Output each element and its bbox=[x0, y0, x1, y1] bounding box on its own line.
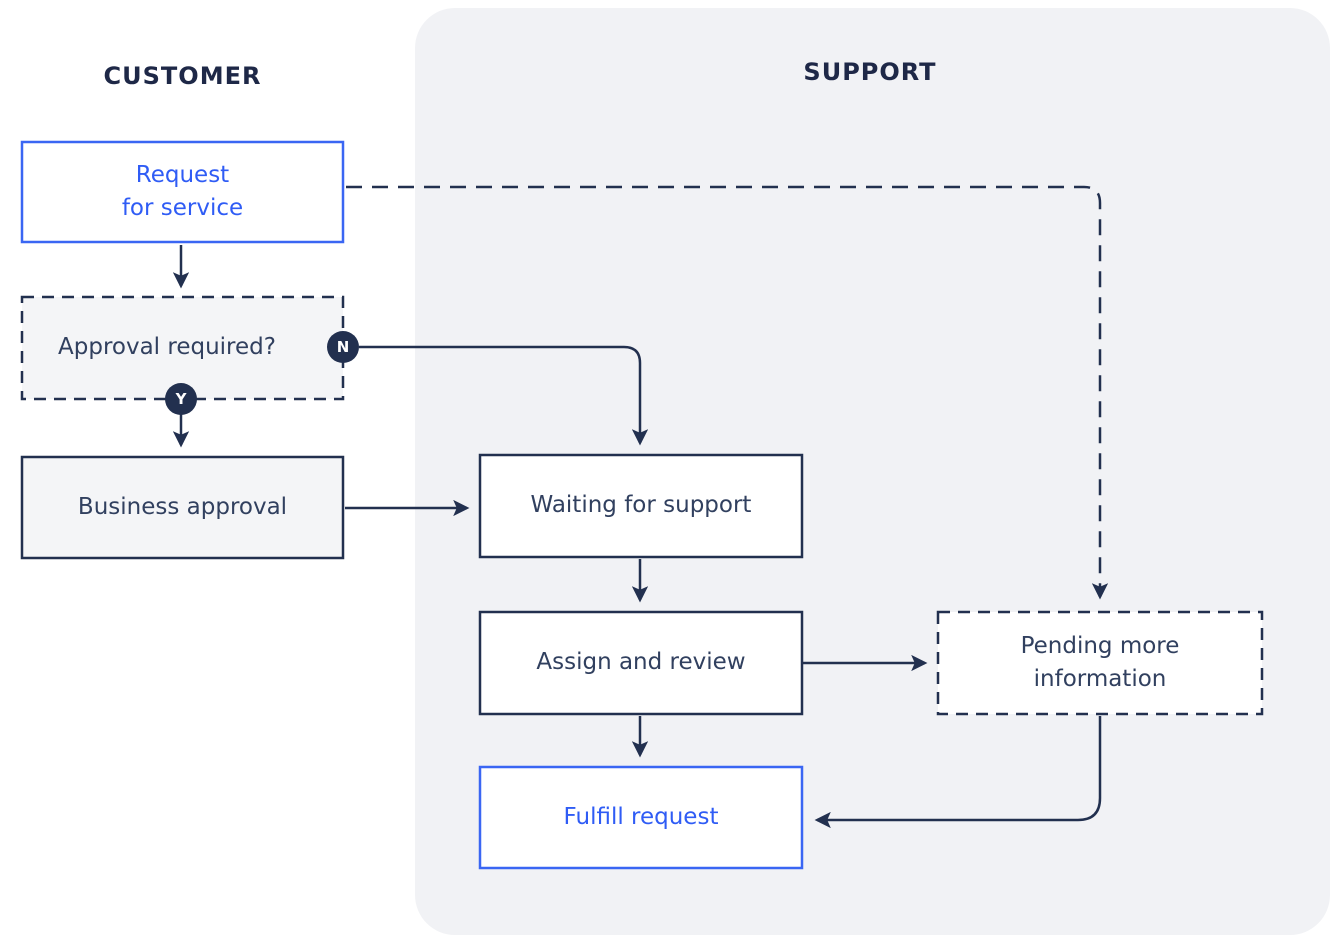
node-pending-more-information: Pending more information bbox=[1020, 632, 1180, 692]
node-fulfill-request: Fulfill request bbox=[563, 803, 719, 830]
node-assign-and-review: Assign and review bbox=[536, 649, 746, 676]
decision-badge-no: N bbox=[327, 331, 359, 363]
node-approval-required: Approval required? bbox=[58, 334, 276, 361]
lane-title-customer: CUSTOMER bbox=[103, 62, 262, 90]
lane-title-support: SUPPORT bbox=[803, 58, 937, 86]
node-business-approval: Business approval bbox=[77, 493, 288, 520]
node-waiting-for-support: Waiting for support bbox=[530, 492, 752, 519]
decision-badge-yes: Y bbox=[165, 383, 197, 415]
node-request-for-service: Request for service bbox=[121, 161, 244, 221]
